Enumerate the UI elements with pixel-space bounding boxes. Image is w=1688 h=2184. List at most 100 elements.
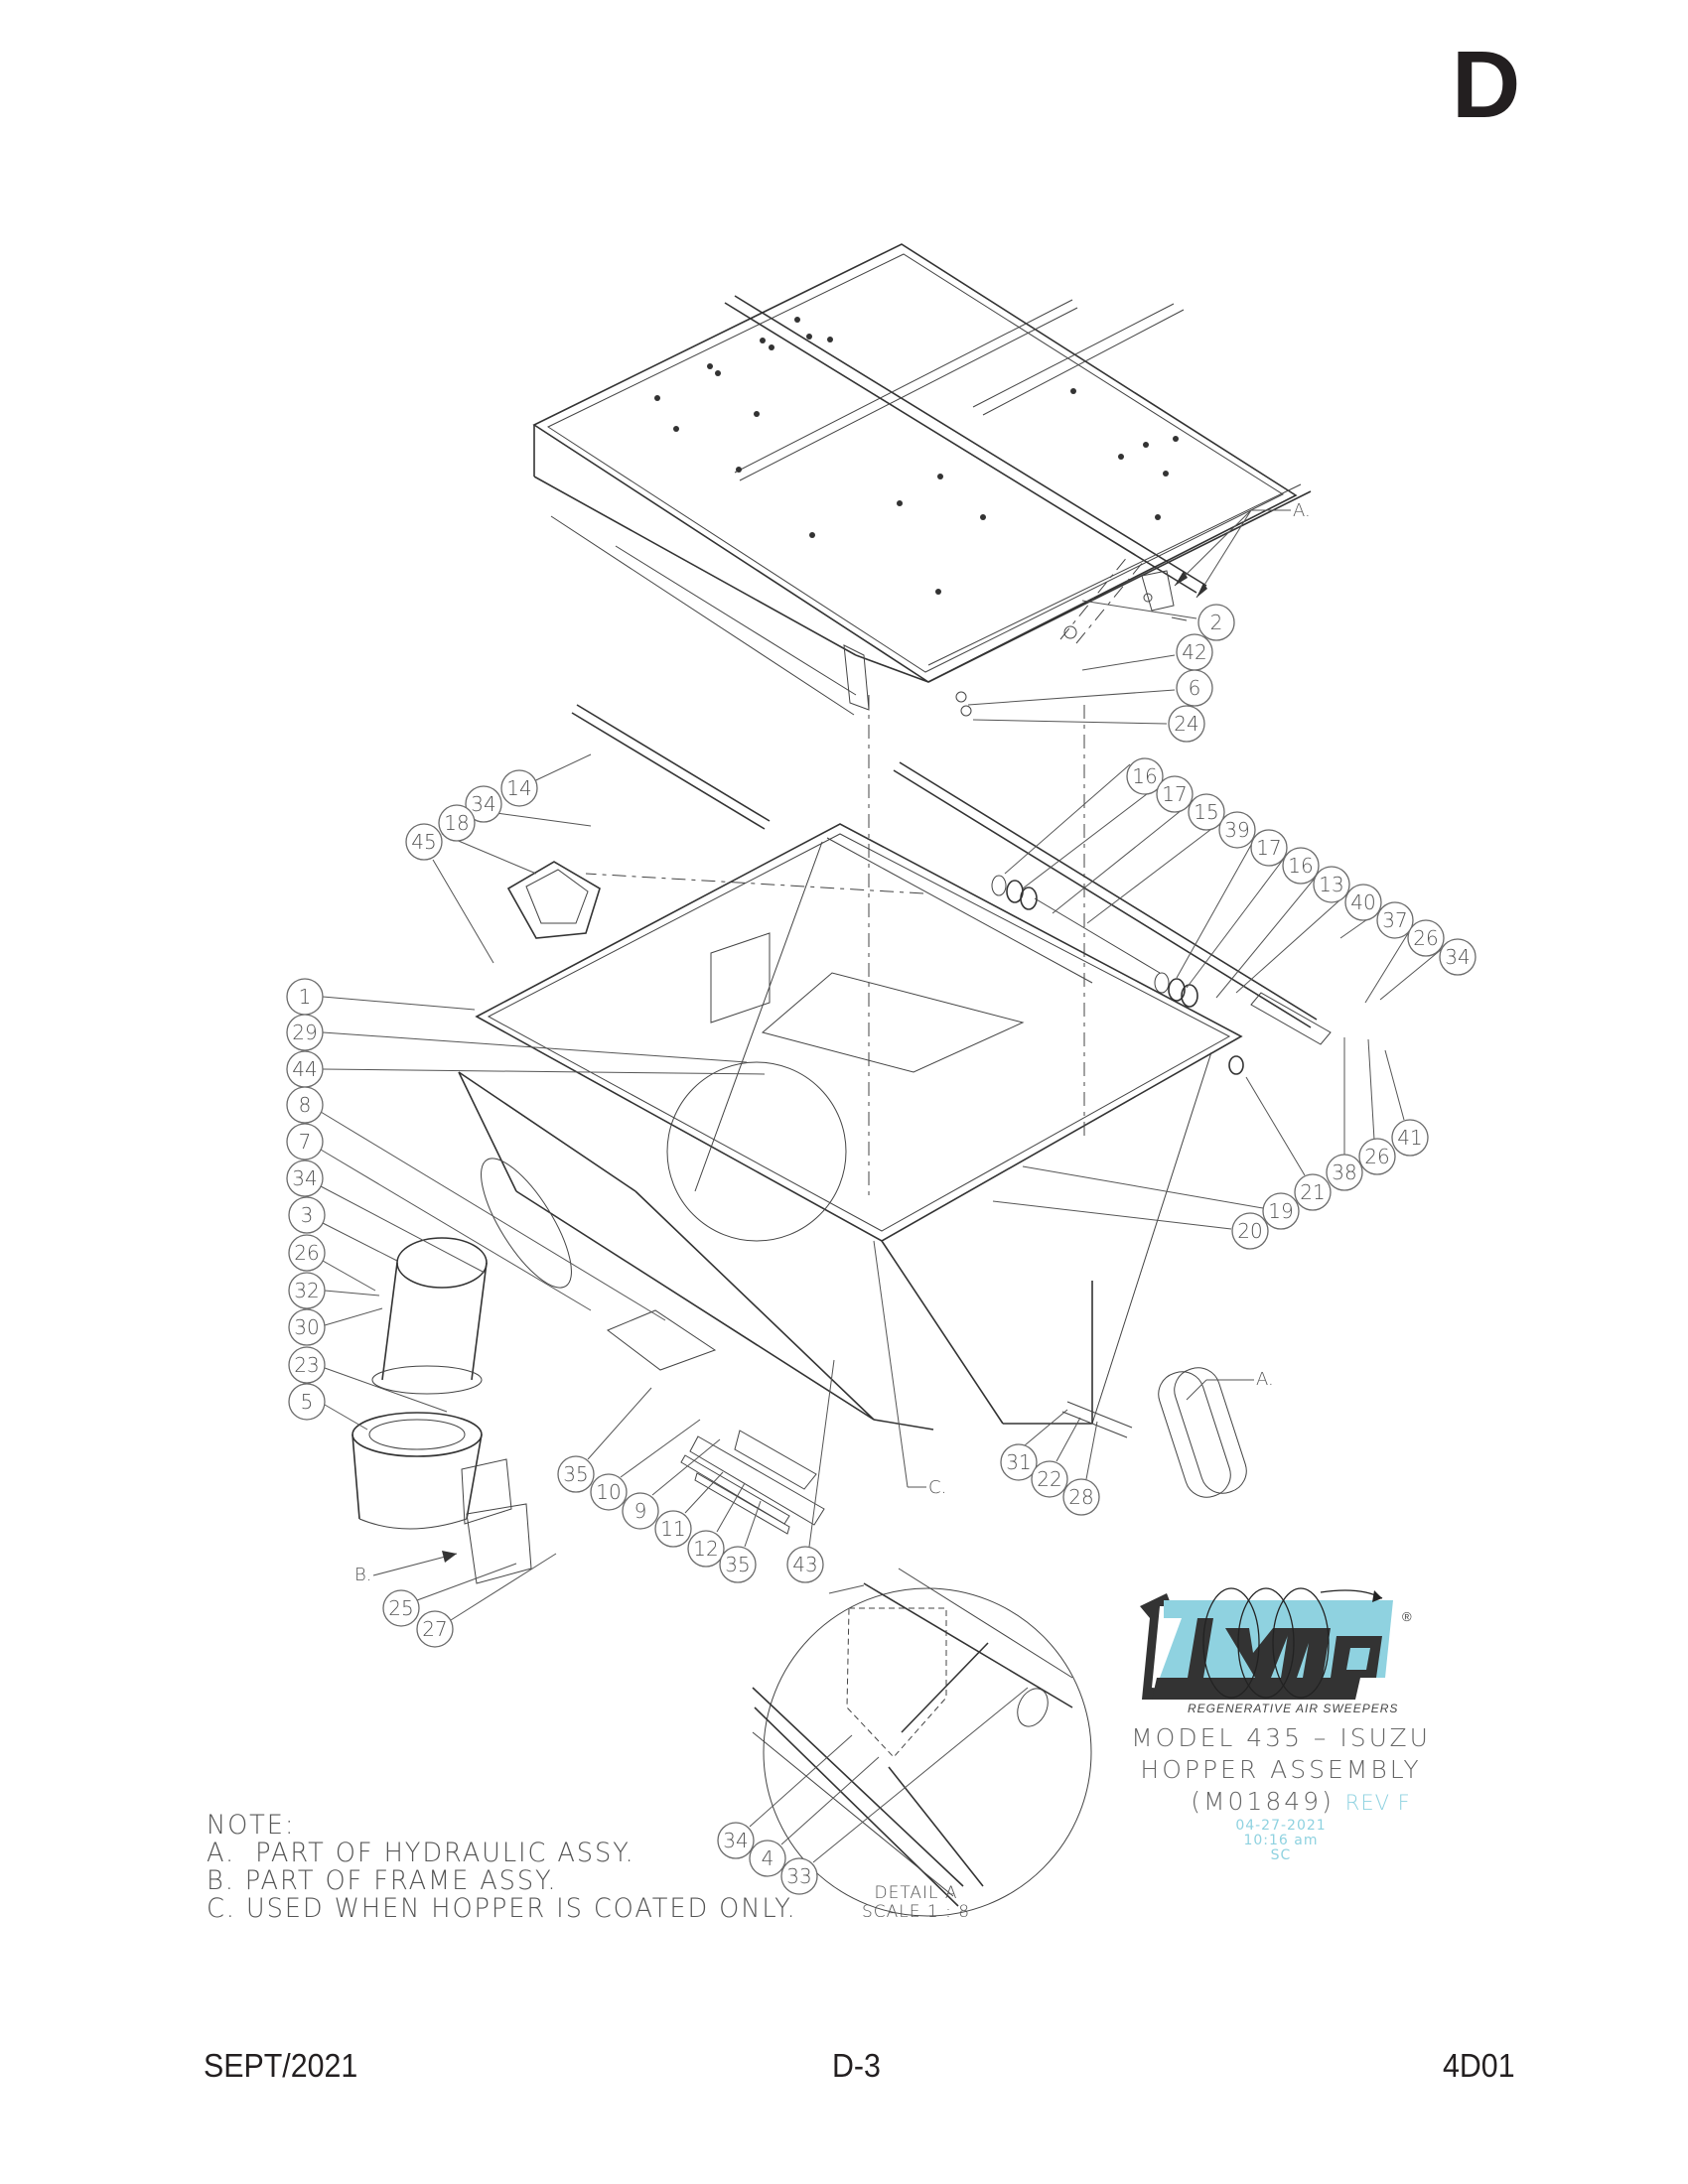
callout-balloon-34: 34: [717, 1822, 755, 1859]
svg-text:32: 32: [294, 1279, 319, 1302]
callout-balloon-9: 9: [622, 1492, 659, 1530]
detail-name: DETAIL A: [874, 1883, 958, 1903]
callout-balloon-30: 30: [288, 1308, 326, 1346]
callout-balloon-27: 27: [416, 1610, 454, 1648]
left-parts: [352, 704, 771, 1584]
callout-balloon-45: 45: [405, 823, 443, 861]
svg-text:17: 17: [1162, 782, 1187, 806]
callout-balloon-12: 12: [687, 1530, 725, 1568]
svg-text:11: 11: [660, 1517, 685, 1541]
svg-text:®: ®: [1402, 1609, 1412, 1624]
svg-text:2: 2: [1210, 611, 1223, 634]
callout-balloon-14: 14: [500, 769, 538, 807]
svg-text:34: 34: [1445, 945, 1470, 969]
svg-text:17: 17: [1256, 836, 1281, 860]
svg-text:C.: C.: [928, 1477, 946, 1498]
svg-text:34: 34: [723, 1829, 748, 1852]
callout-balloon-34: 34: [1439, 938, 1477, 976]
svg-text:38: 38: [1332, 1160, 1356, 1184]
callout-balloon-32: 32: [288, 1272, 326, 1309]
callout-balloon-25: 25: [382, 1589, 420, 1627]
callout-balloon-37: 37: [1376, 901, 1414, 939]
svg-text:10: 10: [596, 1480, 621, 1504]
svg-text:29: 29: [292, 1021, 317, 1044]
svg-text:22: 22: [1037, 1467, 1061, 1491]
callout-balloon-35: 35: [557, 1455, 595, 1493]
svg-text:37: 37: [1382, 908, 1407, 932]
part-number: (M01849): [1191, 1787, 1335, 1816]
svg-text:26: 26: [1364, 1145, 1389, 1168]
callout-balloon-39: 39: [1218, 811, 1256, 849]
callout-balloon-43: 43: [786, 1546, 824, 1583]
svg-text:6: 6: [1189, 676, 1201, 700]
callout-balloon-16: 16: [1126, 757, 1164, 795]
baffle-plates: [680, 1430, 825, 1535]
revision-label: REV F: [1344, 1791, 1411, 1815]
callout-balloon-11: 11: [654, 1510, 692, 1548]
part-number-line: (M01849) REV F: [1122, 1786, 1440, 1819]
svg-text:8: 8: [299, 1093, 312, 1117]
svg-text:19: 19: [1268, 1199, 1293, 1223]
svg-text:5: 5: [301, 1390, 314, 1414]
svg-text:12: 12: [693, 1537, 718, 1561]
svg-text:35: 35: [563, 1462, 588, 1486]
svg-text:26: 26: [1413, 926, 1438, 950]
stamp-time: 10:16 am: [1243, 1833, 1319, 1848]
svg-text:26: 26: [294, 1241, 319, 1265]
note-c: C. USED WHEN HOPPER IS COATED ONLY.: [207, 1893, 797, 1924]
callout-balloon-10: 10: [590, 1473, 628, 1511]
notes-heading: NOTE:: [207, 1810, 296, 1841]
callout-balloon-28: 28: [1062, 1478, 1100, 1516]
callout-balloon-17: 17: [1250, 829, 1288, 867]
title-block: MODEL 435 – ISUZU HOPPER ASSEMBLY (M0184…: [1122, 1722, 1440, 1863]
callout-balloon-42: 42: [1176, 633, 1213, 671]
callout-balloon-33: 33: [780, 1857, 818, 1895]
svg-text:35: 35: [725, 1553, 750, 1576]
svg-text:20: 20: [1237, 1219, 1262, 1243]
svg-text:34: 34: [292, 1166, 317, 1190]
svg-text:3: 3: [301, 1203, 314, 1227]
section-letter: D: [1452, 32, 1521, 138]
svg-text:A.: A.: [1293, 500, 1311, 521]
svg-text:44: 44: [292, 1057, 317, 1081]
svg-text:15: 15: [1194, 800, 1218, 824]
callout-balloon-24: 24: [1168, 705, 1205, 743]
callout-balloon-35: 35: [719, 1546, 757, 1583]
svg-text:A.: A.: [1256, 1369, 1274, 1390]
callout-balloon-40: 40: [1344, 884, 1382, 921]
hopper-body: [458, 823, 1243, 1431]
model-title: MODEL 435 – ISUZU: [1131, 1723, 1431, 1752]
svg-text:24: 24: [1174, 712, 1198, 736]
notes-block: NOTE: A. PART OF HYDRAULIC ASSY. B. PART…: [207, 1812, 797, 1923]
callout-balloon-6: 6: [1176, 669, 1213, 707]
callout-balloon-22: 22: [1031, 1460, 1068, 1498]
svg-text:13: 13: [1319, 873, 1343, 896]
note-a: A. PART OF HYDRAULIC ASSY.: [207, 1838, 635, 1868]
assembly-title: HOPPER ASSEMBLY: [1140, 1755, 1422, 1784]
callout-balloon-1: 1: [286, 978, 324, 1016]
callout-balloon-20: 20: [1231, 1212, 1269, 1250]
callout-balloon-4: 4: [749, 1840, 786, 1877]
svg-text:14: 14: [506, 776, 531, 800]
svg-text:27: 27: [422, 1617, 447, 1641]
callout-balloon-44: 44: [286, 1050, 324, 1088]
footer-doc-code: 4D01: [1443, 2047, 1515, 2084]
callout-balloon-8: 8: [286, 1086, 324, 1124]
callout-balloon-15: 15: [1188, 793, 1225, 831]
svg-text:16: 16: [1288, 854, 1313, 878]
svg-text:42: 42: [1182, 640, 1206, 664]
svg-text:39: 39: [1224, 818, 1249, 842]
tymco-logo: ®: [1140, 1587, 1412, 1700]
leader-lines: [320, 600, 1443, 1863]
svg-text:23: 23: [294, 1353, 319, 1377]
svg-text:9: 9: [634, 1499, 647, 1523]
callout-balloon-34: 34: [286, 1160, 324, 1197]
right-parts: [893, 761, 1332, 1498]
callout-balloon-21: 21: [1294, 1173, 1332, 1211]
svg-text:16: 16: [1132, 764, 1157, 788]
svg-text:40: 40: [1350, 890, 1375, 914]
stamp-initials: SC: [1270, 1847, 1292, 1863]
svg-text:33: 33: [786, 1864, 811, 1888]
footer-date: SEPT/2021: [204, 2047, 358, 2084]
